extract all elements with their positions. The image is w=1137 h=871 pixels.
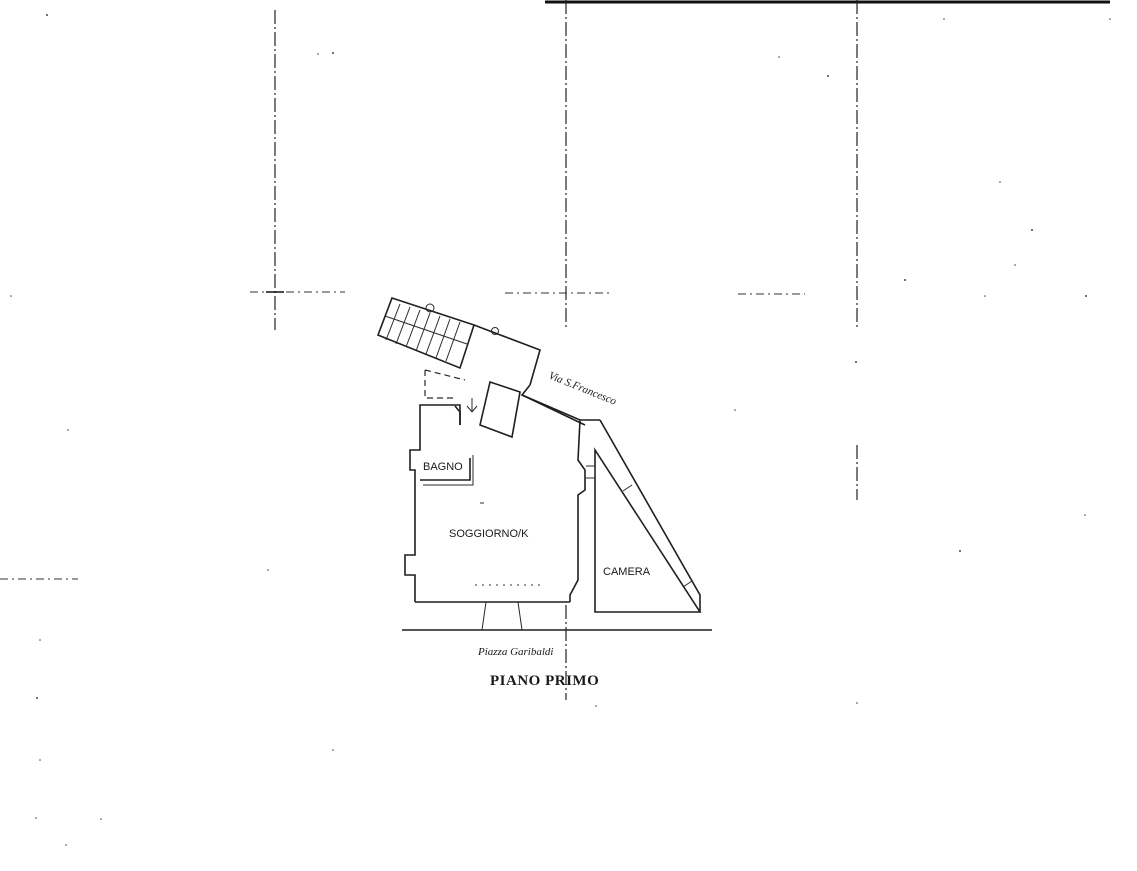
room-label-camera: CAMERA [603, 566, 651, 578]
entrance-landing [424, 324, 586, 439]
staircase [376, 297, 499, 370]
apartment-walls [404, 394, 600, 603]
street-label-piazza-garibaldi: Piazza Garibaldi [477, 646, 553, 658]
plan-title: PIANO PRIMO [490, 673, 599, 689]
scan-specks [10, 14, 1111, 846]
room-label-soggiorno: SOGGIORNO/K [449, 528, 529, 540]
balcony-edge-right [517, 601, 523, 631]
room-label-bagno: BAGNO [423, 461, 463, 473]
camera-room [586, 419, 702, 613]
street-label-via-s-francesco: Via S.Francesco [547, 370, 619, 408]
balcony-edge-left [481, 601, 487, 631]
